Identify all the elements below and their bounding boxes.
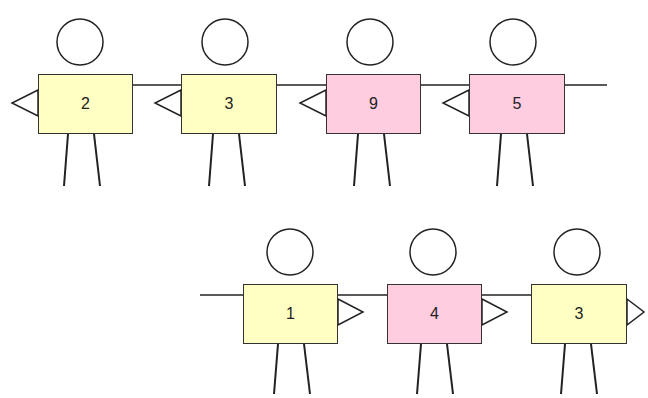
number-card: 2 (38, 74, 133, 134)
link-line (482, 294, 531, 296)
number-card: 3 (531, 284, 627, 344)
card-number: 2 (81, 95, 90, 113)
number-card: 5 (469, 74, 565, 134)
number-card: 4 (387, 284, 482, 344)
card-number: 3 (575, 305, 584, 323)
link-line (133, 84, 181, 86)
card-number: 3 (225, 95, 234, 113)
number-card: 3 (181, 74, 277, 134)
link-line (338, 294, 387, 296)
card-number: 5 (513, 95, 522, 113)
card-number: 9 (369, 95, 378, 113)
link-line (421, 84, 469, 86)
number-card: 9 (326, 74, 421, 134)
number-card: 1 (243, 284, 338, 344)
card-number: 1 (286, 305, 295, 323)
link-line (277, 84, 326, 86)
card-number: 4 (430, 305, 439, 323)
